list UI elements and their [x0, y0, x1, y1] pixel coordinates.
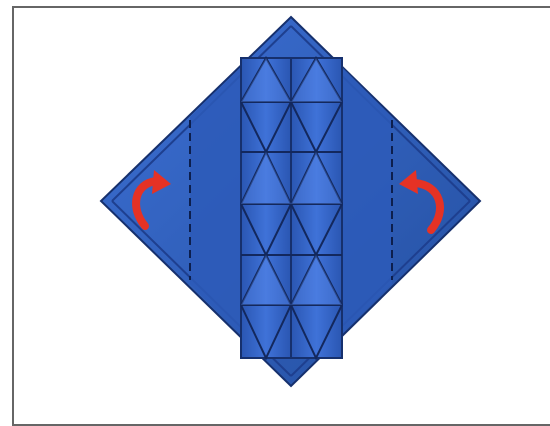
origami-diagram	[0, 0, 550, 405]
